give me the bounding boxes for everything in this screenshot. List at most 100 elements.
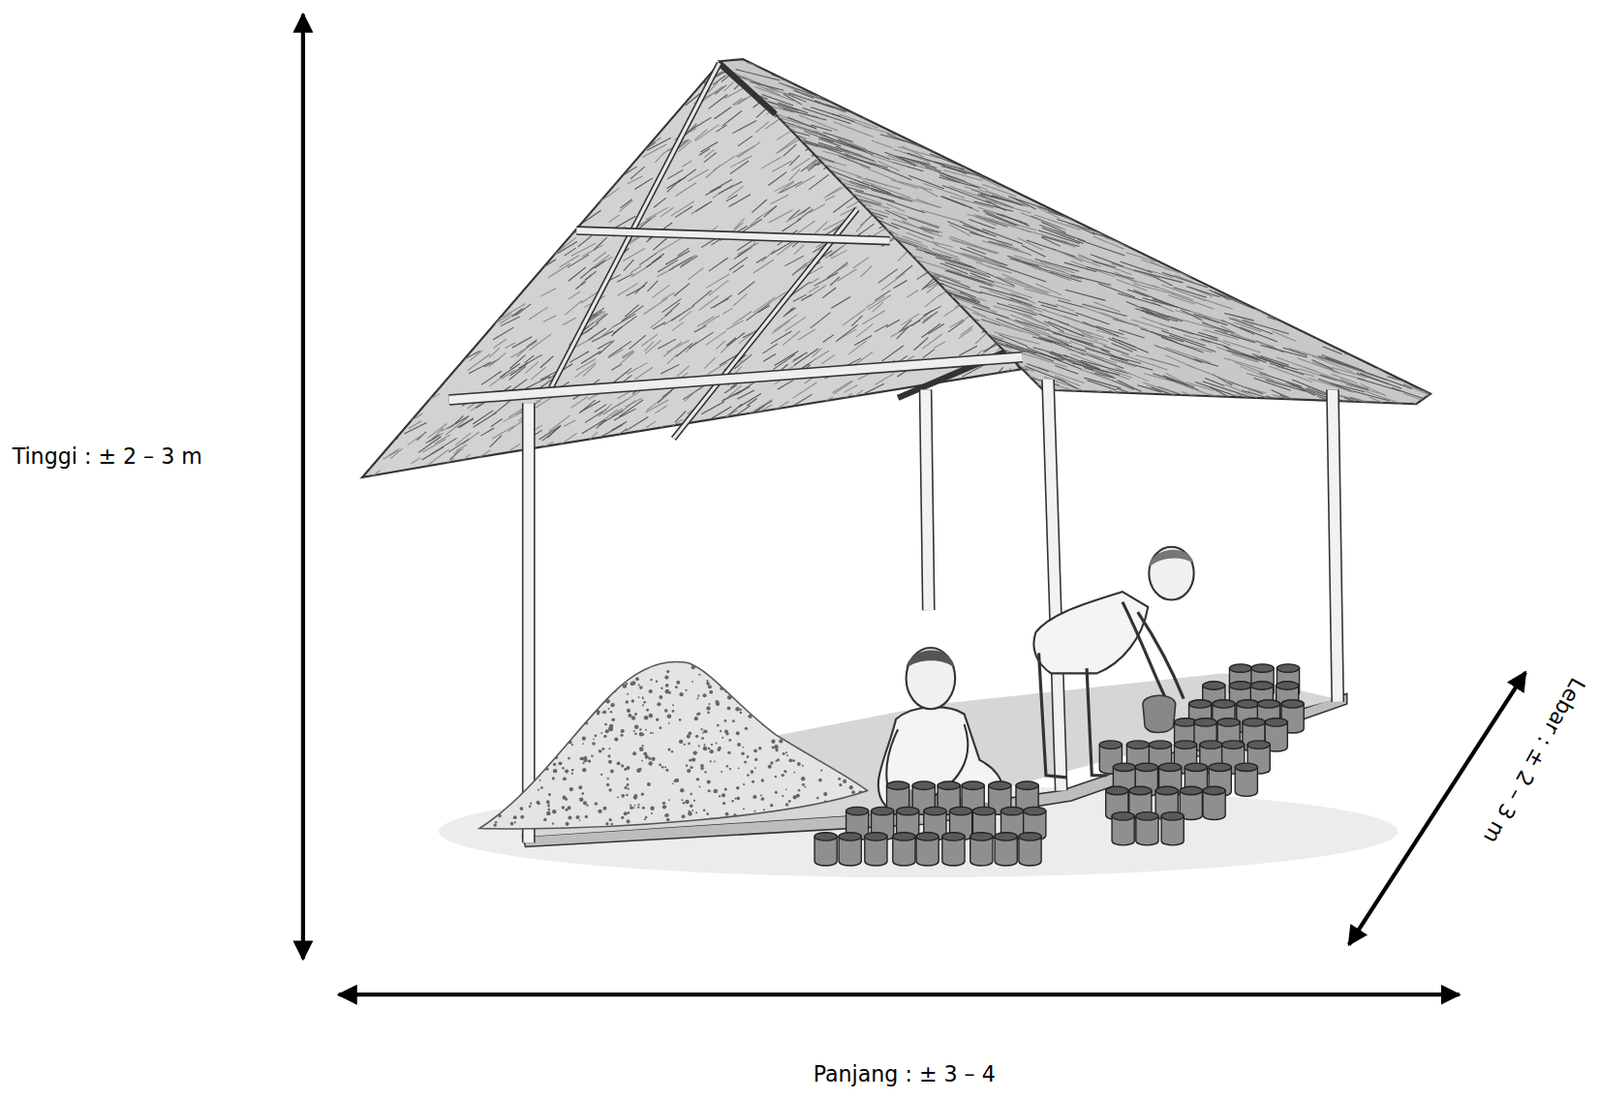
thatch-stroke: [652, 322, 666, 330]
thatch-stroke: [835, 324, 859, 342]
thatch-stroke: [812, 276, 854, 288]
thatch-stroke: [372, 348, 390, 363]
thatch-stroke: [1095, 326, 1124, 336]
thatch-stroke: [627, 176, 644, 185]
thatch-stroke: [927, 108, 951, 117]
thatch-stroke: [881, 273, 905, 291]
thatch-stroke: [1118, 100, 1141, 112]
thatch-stroke: [939, 316, 962, 329]
thatch-stroke: [614, 452, 634, 467]
thatch-stroke: [519, 172, 541, 185]
thatch-stroke: [882, 57, 928, 71]
thatch-stroke: [1157, 249, 1205, 267]
thatch-stroke: [1221, 212, 1245, 222]
thatch-stroke: [707, 457, 719, 469]
thatch-stroke: [649, 103, 670, 118]
thatch-stroke: [1369, 403, 1405, 417]
thatch-stroke: [886, 64, 932, 82]
thatch-stroke: [634, 178, 653, 190]
thatch-stroke: [904, 291, 937, 300]
thatch-stroke: [1233, 202, 1265, 213]
thatch-stroke: [1394, 59, 1429, 72]
thatch-stroke: [1375, 121, 1403, 134]
thatch-stroke: [794, 245, 804, 255]
thatch-stroke: [1355, 401, 1394, 417]
thatch-stroke: [432, 114, 458, 130]
thatch-stroke: [1373, 197, 1414, 210]
thatch-stroke: [371, 401, 385, 413]
thatch-stroke: [904, 477, 916, 488]
thatch-stroke: [865, 296, 886, 308]
thatch-stroke: [1331, 211, 1375, 228]
thatch-stroke: [1196, 148, 1240, 163]
thatch-stroke: [500, 189, 515, 203]
thatch-stroke: [660, 364, 679, 374]
thatch-stroke: [1248, 194, 1297, 209]
thatch-stroke: [847, 62, 871, 79]
thatch-stroke: [1276, 98, 1299, 107]
thatch-stroke: [672, 92, 694, 110]
thatch-stroke: [1389, 212, 1430, 227]
thatch-stroke: [420, 267, 432, 275]
thatch-stroke: [1249, 304, 1273, 311]
thatch-stroke: [856, 223, 875, 237]
thatch-stroke: [932, 426, 955, 439]
thatch-stroke: [779, 386, 824, 401]
thatch-stroke: [777, 474, 791, 488]
thatch-stroke: [640, 86, 661, 98]
thatch-stroke: [1042, 64, 1064, 71]
thatch-stroke: [676, 342, 693, 357]
thatch-stroke: [602, 65, 619, 81]
thatch-stroke: [426, 387, 442, 399]
thatch-stroke: [933, 306, 981, 321]
thatch-stroke: [714, 85, 727, 95]
thatch-stroke: [407, 184, 423, 194]
thatch-stroke: [780, 181, 803, 193]
thatch-stroke: [895, 463, 915, 474]
thatch-stroke: [371, 307, 383, 320]
thatch-stroke: [727, 403, 742, 416]
thatch-stroke: [489, 347, 500, 358]
thatch-stroke: [901, 100, 926, 116]
thatch-stroke: [970, 399, 988, 412]
thatch-stroke: [932, 83, 949, 97]
thatch-stroke: [793, 205, 838, 218]
thatch-stroke: [369, 423, 380, 434]
thatch-stroke: [553, 153, 568, 162]
thatch-stroke: [473, 450, 491, 462]
thatch-stroke: [560, 110, 582, 124]
thatch-stroke: [919, 338, 956, 349]
thatch-stroke: [721, 430, 745, 445]
thatch-stroke: [1116, 163, 1142, 173]
thatch-stroke: [528, 61, 544, 75]
thatch-stroke: [414, 154, 432, 167]
thatch-stroke: [922, 323, 942, 338]
thatch-stroke: [646, 468, 661, 477]
thatch-stroke: [526, 339, 538, 347]
thatch-stroke: [379, 437, 400, 450]
thatch-stroke: [360, 281, 382, 296]
thatch-stroke: [414, 106, 435, 120]
thatch-stroke: [882, 257, 905, 266]
thatch-stroke: [599, 326, 615, 339]
thatch-stroke: [467, 354, 491, 371]
thatch-stroke: [543, 235, 565, 249]
thatch-stroke: [798, 60, 835, 74]
thatch-stroke: [1191, 405, 1235, 418]
thatch-stroke: [997, 457, 1017, 468]
thatch-stroke: [448, 194, 465, 207]
thatch-stroke: [618, 400, 644, 418]
thatch-stroke: [677, 247, 690, 256]
thatch-stroke: [420, 291, 433, 302]
thatch-stroke: [1262, 157, 1289, 166]
thatch-stroke: [417, 394, 440, 406]
thatch-stroke: [1239, 366, 1274, 381]
thatch-stroke: [582, 245, 604, 257]
thatch-stroke: [1222, 259, 1251, 268]
thatch-stroke: [672, 322, 684, 332]
thatch-stroke: [625, 417, 648, 431]
thatch-stroke: [385, 414, 396, 422]
thatch-stroke: [1423, 150, 1447, 162]
thatch-stroke: [923, 314, 934, 321]
thatch-stroke: [922, 334, 943, 350]
